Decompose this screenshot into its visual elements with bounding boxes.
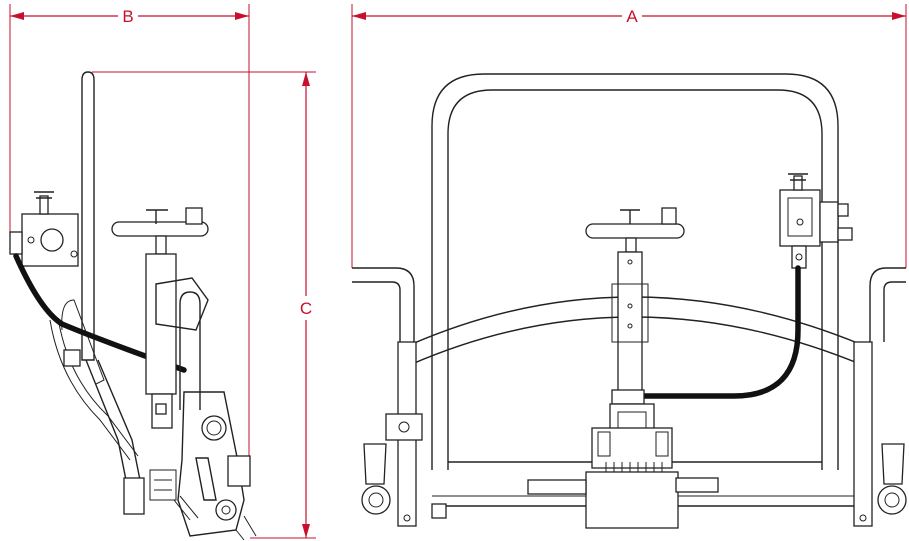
side-head-wheel xyxy=(201,415,227,441)
dim-c-arrow-top xyxy=(302,72,310,86)
front-column-bolt-3 xyxy=(627,323,633,329)
front-left-caster-stem xyxy=(363,443,387,485)
dim-a-label: A xyxy=(626,7,638,26)
front-right-caster-hub xyxy=(884,492,900,508)
dim-a-arrow-right xyxy=(892,12,906,20)
front-gauge-window xyxy=(787,197,813,237)
side-head-wheel-inner xyxy=(206,420,222,436)
dim-c-arrow-bottom xyxy=(302,524,310,538)
side-column xyxy=(145,253,177,395)
side-head-linkage xyxy=(195,457,217,501)
front-left-caster xyxy=(361,485,391,515)
front-head-right-bar xyxy=(675,477,719,493)
front-gauge-knob xyxy=(788,173,808,181)
side-column-bracket xyxy=(155,277,209,331)
dim-c-label: C xyxy=(300,299,312,318)
front-gauge-fitting-nut xyxy=(795,253,803,261)
front-column xyxy=(617,251,643,395)
side-leg-front-2 xyxy=(57,317,139,457)
dim-a-arrow-left xyxy=(352,12,366,20)
side-head-arm xyxy=(173,495,257,541)
front-right-leg xyxy=(853,341,873,527)
front-head-left-block xyxy=(597,431,611,457)
front-left-leg-pin xyxy=(403,514,411,522)
front-crossbar xyxy=(585,223,685,239)
front-crossbar-knob xyxy=(661,207,677,225)
front-head-body xyxy=(591,427,673,469)
dim-b-arrow-right xyxy=(235,12,249,20)
dimension-c: C xyxy=(92,71,316,539)
front-right-leg-pin xyxy=(859,514,867,522)
side-head-detail xyxy=(149,469,177,501)
front-head-fins xyxy=(605,462,663,472)
front-head-side-bar xyxy=(527,479,587,495)
side-elbow-pipe xyxy=(179,291,201,410)
front-head-right-block xyxy=(655,431,669,457)
front-tee-handle xyxy=(620,209,640,224)
side-gauge-dial xyxy=(40,228,64,252)
front-gauge-fitting xyxy=(791,245,807,269)
front-view xyxy=(352,73,907,529)
front-column-stem xyxy=(625,237,637,253)
dimension-a: A xyxy=(351,4,907,268)
front-gauge-tab xyxy=(837,203,849,217)
front-left-caster-hub xyxy=(368,492,384,508)
side-head-roller-inner xyxy=(221,505,231,515)
side-gauge-screw xyxy=(27,236,35,244)
dim-b-label: B xyxy=(122,7,133,26)
front-head-base xyxy=(585,471,679,529)
side-tee-handle xyxy=(146,209,168,224)
side-hose xyxy=(13,253,187,373)
front-frame-outer xyxy=(431,73,839,470)
front-right-caster xyxy=(877,485,907,515)
side-leg-rear xyxy=(85,359,141,481)
front-left-clamp xyxy=(385,413,423,441)
side-hose-clamp xyxy=(63,349,81,367)
side-column-tip xyxy=(155,403,167,415)
front-frame-inner xyxy=(447,89,823,470)
side-head-roller xyxy=(215,499,237,521)
front-gauge-knob-stem xyxy=(793,175,803,191)
front-gauge-tab-2 xyxy=(837,227,853,241)
front-column-bolt-2 xyxy=(627,303,633,309)
side-gauge-fitting xyxy=(9,231,23,255)
side-handle-post xyxy=(81,71,95,361)
front-gauge-side xyxy=(819,201,839,243)
front-left-arm xyxy=(352,267,415,342)
side-view xyxy=(9,71,257,541)
front-left-tab xyxy=(431,503,447,519)
dim-b-arrow-left xyxy=(10,12,24,20)
front-left-clamp-nut xyxy=(398,421,410,433)
side-foot xyxy=(123,477,145,515)
side-head-motor xyxy=(227,455,251,487)
dimension-b: B xyxy=(9,4,250,470)
side-column-stem xyxy=(155,235,167,255)
side-gauge-knob-stem xyxy=(39,195,49,215)
side-arm-brace xyxy=(61,299,105,385)
side-crossbar-knob xyxy=(185,207,203,225)
front-right-caster-stem xyxy=(881,443,905,485)
front-hose xyxy=(639,265,801,399)
front-hose-connector xyxy=(611,389,645,405)
front-gauge-screw xyxy=(796,218,804,226)
side-leg-front xyxy=(49,319,131,461)
side-gauge-screw-2 xyxy=(70,250,78,258)
front-right-arm xyxy=(869,267,906,342)
front-column-bolt-1 xyxy=(627,259,633,265)
front-column-bracket xyxy=(611,283,649,343)
side-gauge-knob xyxy=(34,191,54,199)
